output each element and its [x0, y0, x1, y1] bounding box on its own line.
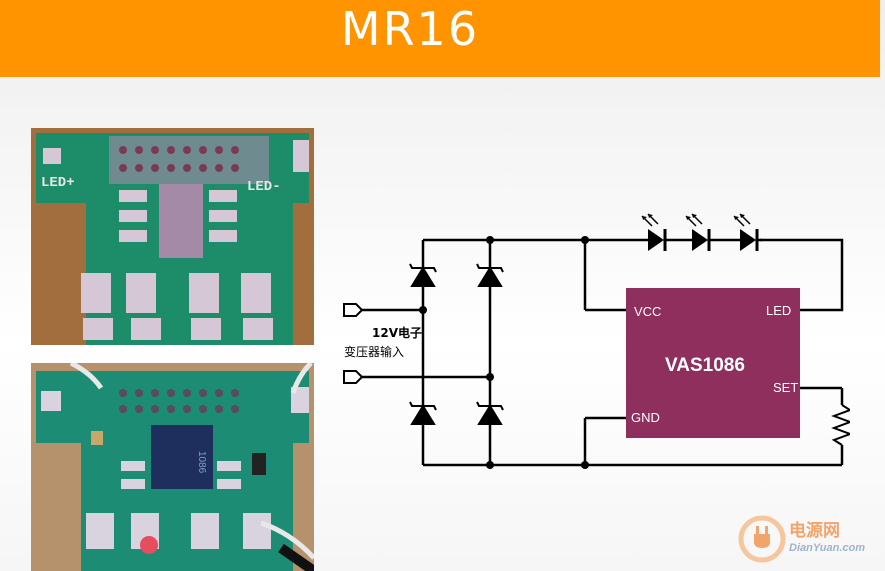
- diode-d2: [476, 263, 504, 287]
- pcb-label-led-plus: LED+: [41, 175, 75, 191]
- pcb-photo-assembled: 1086: [31, 363, 314, 571]
- input-label-line2: 变压器输入: [344, 344, 404, 359]
- ic-marking: 1086: [196, 451, 207, 474]
- pcb-label-led-minus: LED-: [247, 179, 281, 195]
- diode-d3: [409, 401, 437, 425]
- pin-led: LED: [766, 303, 791, 318]
- ic-vas1086: [626, 288, 800, 438]
- led-chain: [640, 213, 762, 251]
- junction-dots: [419, 236, 589, 469]
- input-terminal-2: [343, 370, 364, 384]
- pin-set: SET: [773, 380, 798, 395]
- mr16-driver-schematic: 12V电子 变压器输入 V: [343, 213, 850, 469]
- diode-d1: [409, 263, 437, 287]
- watermark: 电源网 DianYuan.com: [735, 508, 885, 571]
- pin-gnd: GND: [631, 410, 660, 425]
- led-3: [733, 213, 759, 251]
- diode-d4: [476, 401, 504, 425]
- led-1: [640, 213, 667, 251]
- watermark-brand: 电源网: [789, 521, 840, 541]
- input-label-line1: 12V电子: [372, 325, 422, 340]
- plug-logo-icon: [738, 515, 786, 563]
- input-terminal-1: [343, 303, 364, 317]
- pin-vcc: VCC: [634, 304, 661, 319]
- watermark-url: DianYuan.com: [789, 542, 865, 554]
- title-banner: MR16: [0, 0, 880, 77]
- bridge-diodes: [409, 263, 504, 425]
- led-2: [685, 213, 711, 251]
- pcb-photo-bare: LED+ LED-: [31, 128, 314, 345]
- ic-name: VAS1086: [665, 355, 745, 376]
- set-resistor: [831, 404, 850, 446]
- page-title: MR16: [340, 2, 480, 56]
